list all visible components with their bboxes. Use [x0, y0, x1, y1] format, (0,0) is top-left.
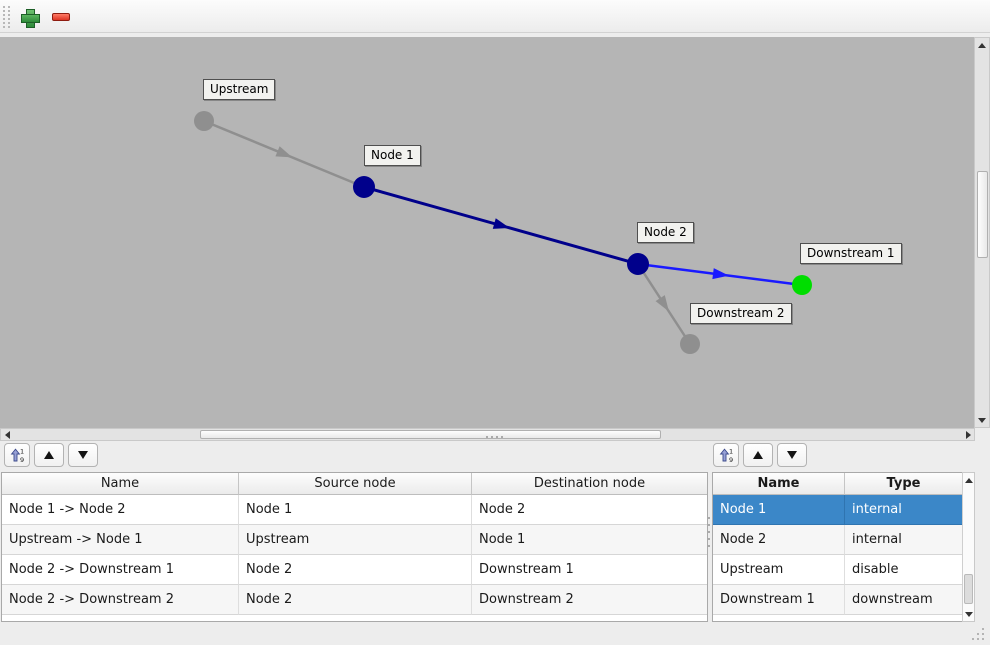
edge-arrow-icon	[275, 146, 293, 158]
table-cell[interactable]: Node 2	[472, 495, 707, 525]
move-up-icon	[753, 451, 763, 459]
table-cell[interactable]: downstream	[845, 585, 962, 615]
edge-arrow-icon	[712, 268, 729, 280]
graph-node[interactable]	[627, 253, 649, 275]
left-arrow-icon	[4, 431, 10, 439]
node-label[interactable]: Node 2	[637, 222, 694, 243]
scroll-up-button[interactable]	[963, 474, 974, 486]
vertical-splitter-handle[interactable]	[708, 517, 711, 549]
main-toolbar	[0, 0, 990, 33]
horizontal-splitter-handle[interactable]	[486, 436, 503, 439]
scroll-down-button[interactable]	[976, 414, 988, 426]
svg-text:9: 9	[729, 456, 733, 463]
plus-icon	[20, 8, 40, 28]
table-cell[interactable]: Node 2	[239, 585, 472, 615]
column-header[interactable]: Name	[2, 473, 239, 495]
scroll-right-button[interactable]	[962, 429, 974, 441]
node-label[interactable]: Downstream 2	[690, 303, 792, 324]
move-node-down-button[interactable]	[777, 443, 807, 467]
window-resize-grip[interactable]	[972, 628, 986, 642]
hscrollbar-thumb[interactable]	[200, 430, 661, 439]
graph-svg	[194, 111, 812, 354]
column-header[interactable]: Name	[713, 473, 845, 495]
sort-nodes-button[interactable]: 1 9	[713, 443, 739, 467]
canvas-hscrollbar[interactable]	[0, 428, 975, 441]
sort-edges-button[interactable]: 1 9	[4, 443, 30, 467]
move-down-icon	[787, 451, 797, 459]
add-node-button[interactable]	[16, 4, 42, 30]
graph-node[interactable]	[353, 176, 375, 198]
table-cell[interactable]: Downstream 1	[472, 555, 707, 585]
sort-ascending-icon: 1 9	[719, 448, 733, 463]
down-arrow-icon	[964, 611, 973, 617]
edge-arrow-icon	[492, 218, 510, 229]
table-cell[interactable]: Node 2	[239, 555, 472, 585]
table-cell[interactable]: Node 2 -> Downstream 1	[2, 555, 239, 585]
graph-node[interactable]	[680, 334, 700, 354]
svg-text:1: 1	[20, 448, 24, 456]
move-down-icon	[78, 451, 88, 459]
table-cell[interactable]: Node 2 -> Downstream 2	[2, 585, 239, 615]
svg-text:9: 9	[20, 456, 24, 463]
down-arrow-icon	[978, 417, 986, 423]
move-up-icon	[44, 451, 54, 459]
graph-node[interactable]	[194, 111, 214, 131]
canvas-vscrollbar[interactable]	[974, 37, 990, 428]
node-label[interactable]: Node 1	[364, 145, 421, 166]
table-cell[interactable]: Node 1	[472, 525, 707, 555]
column-header[interactable]: Type	[845, 473, 962, 495]
table-cell[interactable]: Upstream	[713, 555, 845, 585]
table-cell[interactable]: Upstream -> Node 1	[2, 525, 239, 555]
scroll-up-button[interactable]	[976, 39, 988, 51]
move-edge-down-button[interactable]	[68, 443, 98, 467]
edge-arrow-icon	[655, 295, 669, 312]
minus-icon	[52, 13, 70, 21]
table-cell[interactable]: Node 1 -> Node 2	[2, 495, 239, 525]
toolbar-grip[interactable]	[3, 6, 10, 28]
move-node-up-button[interactable]	[743, 443, 773, 467]
move-edge-up-button[interactable]	[34, 443, 64, 467]
table-cell[interactable]: disable	[845, 555, 962, 585]
right-arrow-icon	[965, 431, 971, 439]
graph-node[interactable]	[792, 275, 812, 295]
node-label[interactable]: Upstream	[203, 79, 276, 100]
table-cell[interactable]: internal	[845, 495, 962, 525]
scroll-left-button[interactable]	[1, 429, 13, 441]
up-arrow-icon	[964, 477, 973, 483]
column-header[interactable]: Destination node	[472, 473, 707, 495]
scroll-down-button[interactable]	[963, 608, 974, 620]
table-cell[interactable]: internal	[845, 525, 962, 555]
table-cell[interactable]: Upstream	[239, 525, 472, 555]
remove-node-button[interactable]	[48, 4, 74, 30]
vscrollbar-thumb[interactable]	[964, 574, 973, 604]
svg-text:1: 1	[729, 448, 733, 456]
vscrollbar-thumb[interactable]	[977, 171, 988, 258]
table-cell[interactable]: Node 2	[713, 525, 845, 555]
nodes-table-vscrollbar[interactable]	[962, 472, 975, 622]
table-cell[interactable]: Downstream 2	[472, 585, 707, 615]
table-cell[interactable]: Node 1	[239, 495, 472, 525]
table-cell[interactable]: Node 1	[713, 495, 845, 525]
sort-ascending-icon: 1 9	[10, 448, 24, 463]
table-cell[interactable]: Downstream 1	[713, 585, 845, 615]
node-label[interactable]: Downstream 1	[800, 243, 902, 264]
column-header[interactable]: Source node	[239, 473, 472, 495]
nodes-toolbar: 1 9	[713, 443, 811, 469]
edges-toolbar: 1 9	[4, 443, 102, 469]
up-arrow-icon	[978, 42, 986, 48]
